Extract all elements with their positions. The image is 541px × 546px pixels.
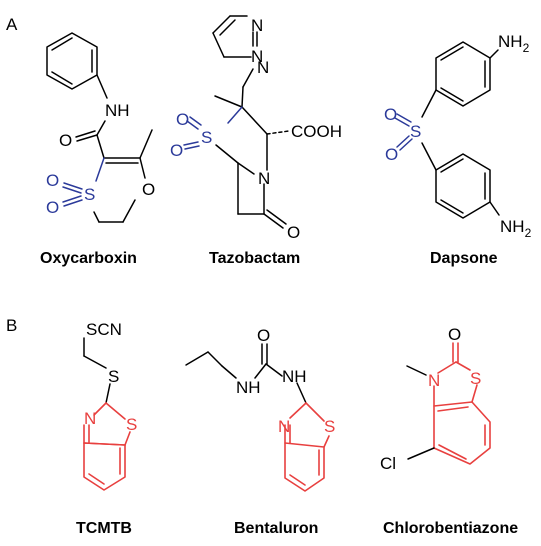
atom-label: S (108, 367, 119, 386)
atom-label: S (84, 185, 95, 204)
structure-tazobactam: N N N COOH N O S O O (170, 15, 342, 242)
compound-name: Oxycarboxin (40, 250, 137, 267)
atom-label: COOH (291, 122, 342, 141)
atom-label: N (278, 417, 290, 436)
atom-label: O (287, 223, 300, 242)
atom-label: O (448, 325, 461, 344)
atom-label: NH2 (498, 32, 530, 55)
atom-label: O (385, 145, 398, 164)
atom-label: O (176, 110, 189, 129)
atom-label: NH (105, 101, 130, 120)
atom-label: O (46, 171, 59, 190)
atom-label: NH (282, 367, 307, 386)
atom-label: O (257, 326, 270, 345)
structure-tcmtb: SCN S N S (83, 320, 137, 491)
structure-bentaluron: O NH NH N S (185, 326, 335, 492)
atom-label: S (324, 417, 335, 436)
atom-label: O (46, 198, 59, 217)
atom-label: N (251, 47, 263, 66)
atom-label: N (257, 58, 269, 77)
atom-label: NH2 (500, 217, 532, 240)
compound-name: Dapsone (430, 250, 498, 267)
compound-name: Chlorobentiazone (383, 520, 518, 537)
compound-name: Bentaluron (234, 520, 318, 537)
atom-label: N (258, 169, 270, 188)
atom-label: NH (236, 378, 261, 397)
panel-label-a: A (6, 15, 18, 34)
atom-label: N (428, 371, 440, 390)
structure-oxycarboxin: NH O O S O O (46, 32, 155, 223)
atom-label: O (59, 131, 72, 150)
atom-label: S (470, 369, 481, 388)
atom-label: S (201, 128, 212, 147)
atom-label: S (410, 122, 421, 141)
structure-chlorobentiazone: O N S Cl (380, 325, 491, 473)
atom-label: SCN (86, 320, 122, 339)
atom-label: S (126, 415, 137, 434)
compound-name: Tazobactam (209, 250, 300, 267)
atom-label: N (251, 16, 263, 35)
atom-label: O (170, 141, 183, 160)
atom-label: O (142, 180, 155, 199)
compound-name: TCMTB (76, 520, 132, 537)
atom-label: N (84, 409, 96, 428)
structure-dapsone: NH2 NH2 S O O (384, 32, 532, 240)
panel-label-b: B (6, 316, 17, 335)
atom-label: O (384, 105, 397, 124)
atom-label: Cl (380, 454, 396, 473)
